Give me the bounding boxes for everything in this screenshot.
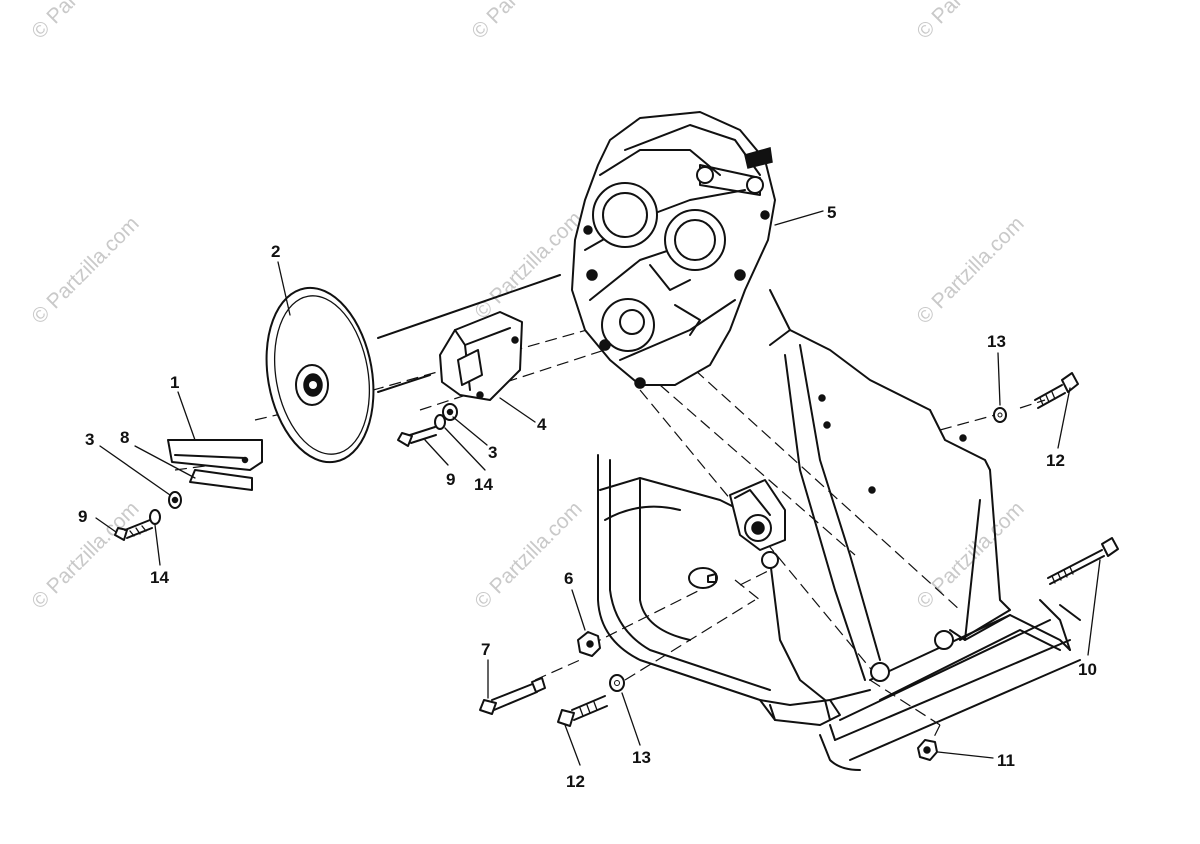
engine-mount-bracket-icon [167,439,263,491]
watermark-layer: © Partzilla.com © Partzilla.com © Partzi… [27,0,1028,614]
callout-12: 12 [566,772,585,791]
callout-5: 5 [827,203,836,222]
drive-clutch-sheave-icon [265,274,561,464]
callout-4: 4 [537,415,547,434]
watermark: © Partzilla.com [912,212,1028,328]
bolt-icon [397,426,437,447]
callout-9: 9 [78,507,87,526]
bolt-icon [114,519,153,541]
washer-icon [688,567,718,589]
callout-14: 14 [150,568,169,587]
callout-13: 13 [987,332,1006,351]
watermark: © Partzilla.com [470,497,586,613]
bolt-icon [1047,537,1119,585]
bolt-icon [479,677,546,715]
callout-12: 12 [1046,451,1065,470]
callout-6: 6 [564,569,573,588]
callout-14: 14 [474,475,493,494]
bolt-icon [557,695,608,727]
nut-icon [577,631,601,657]
chaincase-housing-icon [571,111,776,389]
mounting-plate-icon [439,311,523,401]
callout-3: 3 [488,443,497,462]
watermark: © Partzilla.com [27,212,143,328]
leader-lines [95,210,1101,766]
callout-2: 2 [271,242,280,261]
washer-icon [609,674,625,692]
washer-icon [442,403,458,421]
callout-labels: 1 2 3 3 4 5 6 7 8 9 9 10 11 12 12 13 13 … [78,203,1097,791]
callout-8: 8 [120,428,129,447]
callout-7: 7 [481,640,490,659]
watermark: © Partzilla.com [27,0,143,44]
washer-icon [434,414,446,430]
watermark: © Partzilla.com [912,0,1028,44]
chassis-frame-icon [597,289,1081,771]
fastener-group [114,372,1119,761]
callout-1: 1 [170,373,179,392]
watermark: © Partzilla.com [467,0,583,44]
washer-icon [993,407,1007,423]
callout-3: 3 [85,430,94,449]
washer-icon [149,509,161,525]
callout-11: 11 [997,751,1015,770]
washer-icon [168,491,182,509]
bolt-icon [1034,372,1079,409]
nut-icon [917,739,938,761]
callout-13: 13 [632,748,651,767]
callout-10: 10 [1078,660,1097,679]
watermark: © Partzilla.com [470,207,586,323]
callout-9: 9 [446,470,455,489]
